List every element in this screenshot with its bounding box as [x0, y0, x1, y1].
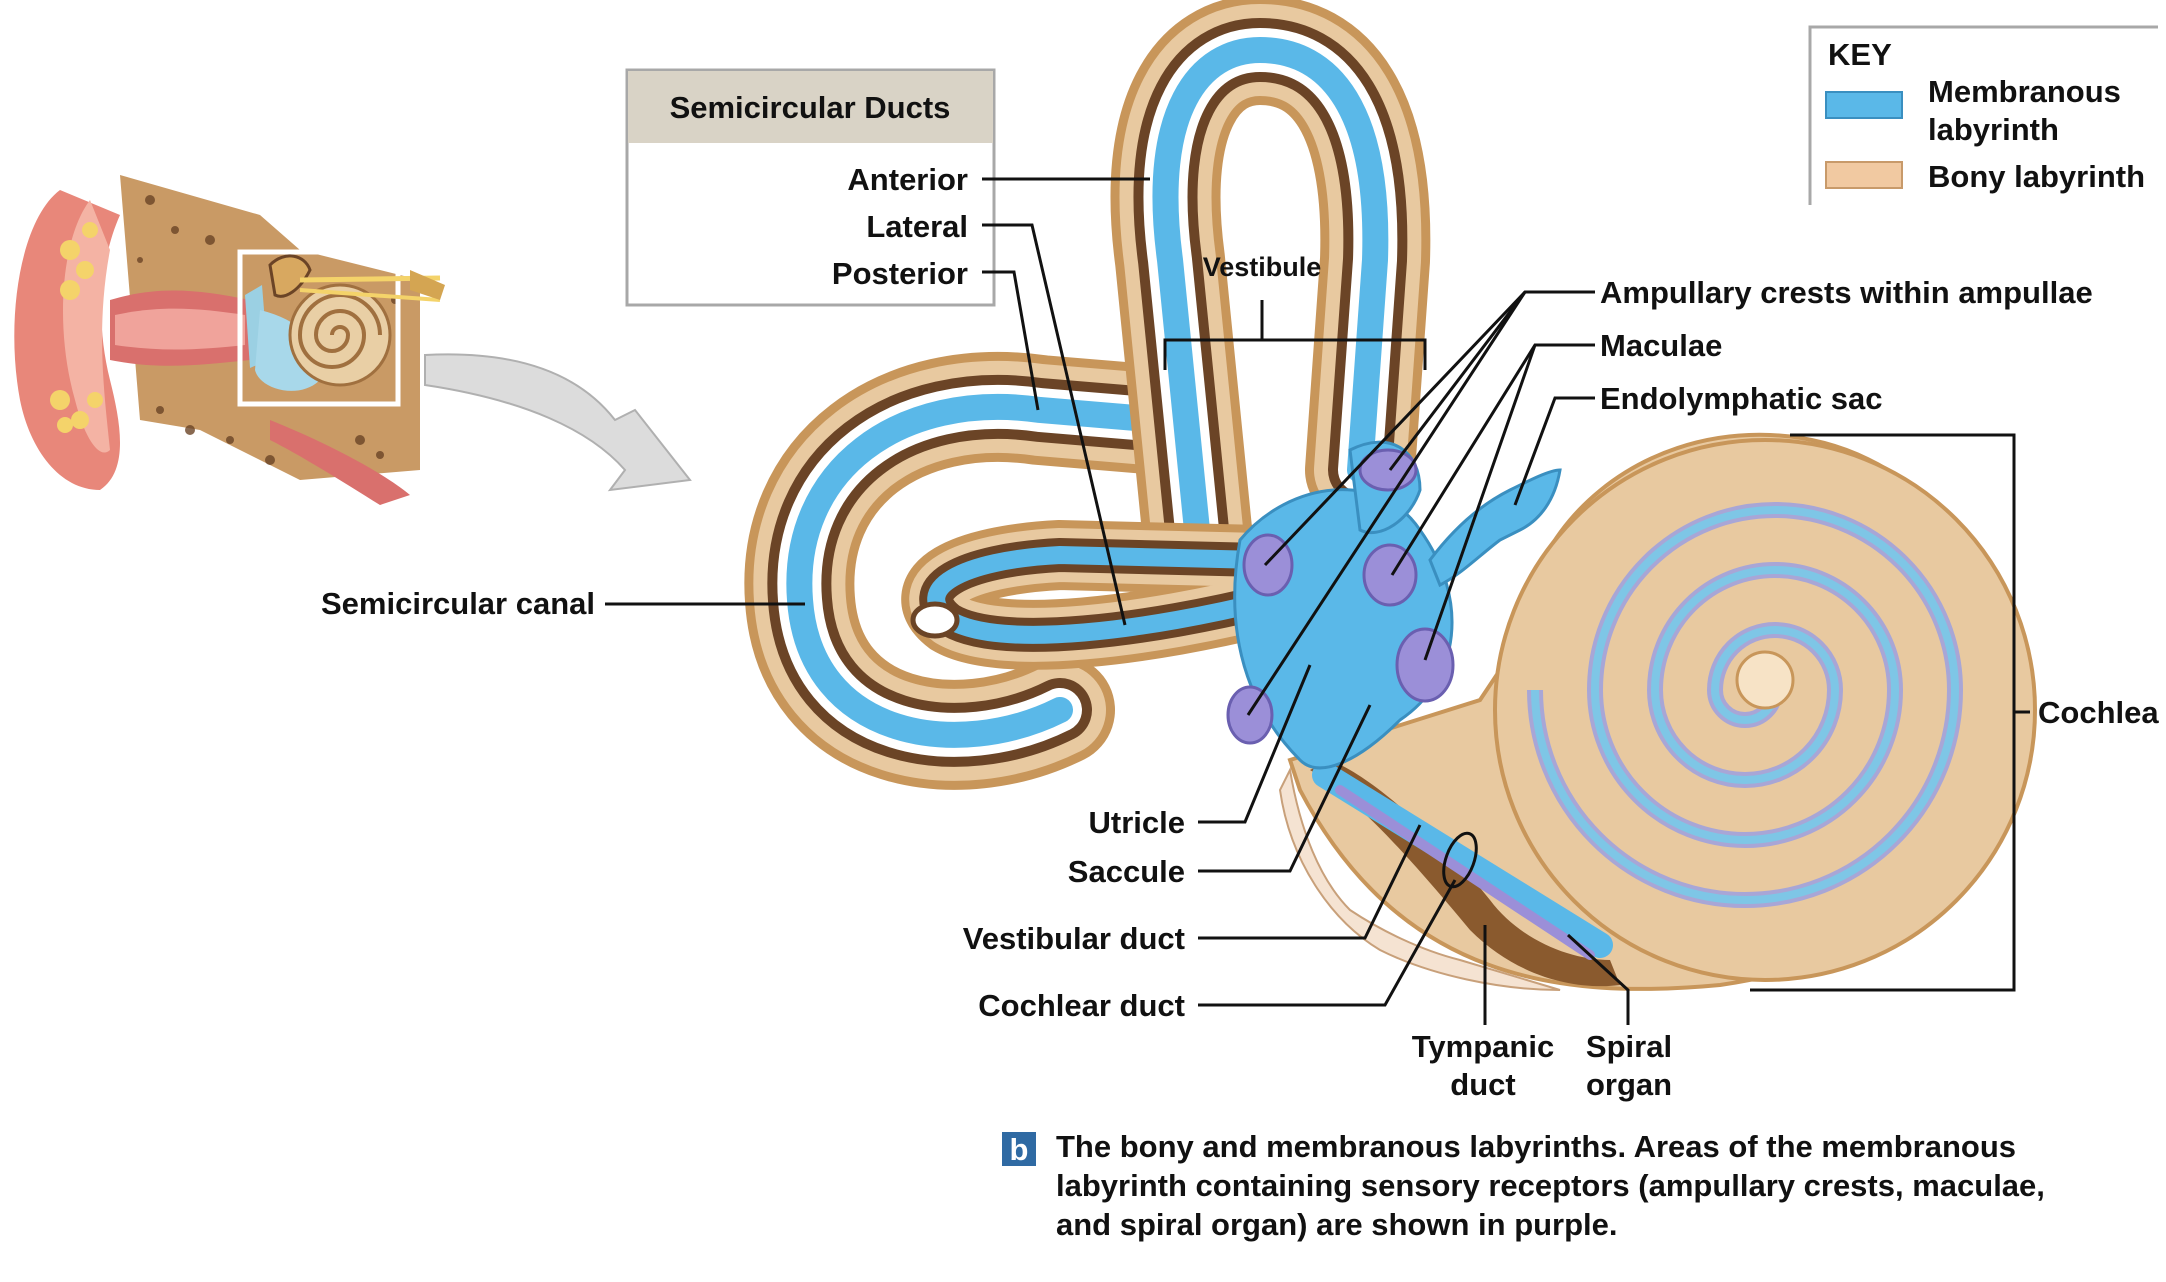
key-swatch-membranous [1825, 91, 1903, 119]
caption-badge-letter: b [1010, 1132, 1029, 1167]
zoom-arrow [424, 353, 692, 492]
semicircular-ducts-box: Semicircular Ducts Anterior Lateral Post… [625, 68, 996, 307]
key-swatch-bony [1825, 161, 1903, 189]
label-cochlea: Cochlea [2038, 695, 2159, 730]
label-ampullary-crests: Ampullary crests within ampullae [1600, 275, 2093, 310]
key-legend: KEY Membranous labyrinth Bony labyrinth [1808, 25, 2158, 205]
label-tympanic-duct-line1: Tympanic [1412, 1029, 1554, 1064]
zoom-box [237, 249, 401, 407]
label-spiral-organ-line2: organ [1586, 1067, 1672, 1102]
duct-label-anterior: Anterior [847, 162, 968, 197]
caption-line-1: The bony and membranous labyrinths. Area… [1056, 1129, 2016, 1164]
key-label-membranous-line2: labyrinth [1928, 112, 2059, 147]
key-label-bony: Bony labyrinth [1928, 159, 2145, 194]
label-semicircular-canal: Semicircular canal [321, 586, 595, 621]
label-vestibular-duct: Vestibular duct [963, 921, 1185, 956]
key-label-membranous-line1: Membranous [1928, 74, 2121, 109]
thumbnail-cochlea [288, 283, 392, 387]
ear-thumbnail [14, 175, 445, 505]
label-tympanic-duct-line2: duct [1450, 1067, 1515, 1102]
posterior-duct [786, 393, 1173, 748]
anterior-duct [1152, 36, 1389, 573]
caption-line-3: and spiral organ) are shown in purple. [1056, 1207, 1618, 1242]
labyrinth-illustration [744, 0, 2037, 991]
label-endolymphatic-sac: Endolymphatic sac [1600, 381, 1883, 416]
duct-label-lateral: Lateral [866, 209, 968, 244]
label-utricle: Utricle [1089, 805, 1185, 840]
leader-lines [605, 177, 2030, 1025]
caption-badge [1002, 1132, 1036, 1166]
figure-caption: b The bony and membranous labyrinths. Ar… [1002, 1129, 2045, 1242]
caption-line-2: labyrinth containing sensory receptors (… [1056, 1168, 2045, 1203]
label-cochlear-duct: Cochlear duct [978, 988, 1185, 1023]
key-title: KEY [1828, 37, 1892, 72]
duct-label-posterior: Posterior [832, 256, 968, 291]
label-maculae: Maculae [1600, 328, 1722, 363]
label-vestibule: Vestibule [1203, 252, 1322, 282]
label-spiral-organ-line1: Spiral [1586, 1029, 1672, 1064]
ducts-box-title: Semicircular Ducts [670, 90, 951, 125]
label-saccule: Saccule [1068, 854, 1185, 889]
cochlea-spiral [1278, 432, 2037, 991]
